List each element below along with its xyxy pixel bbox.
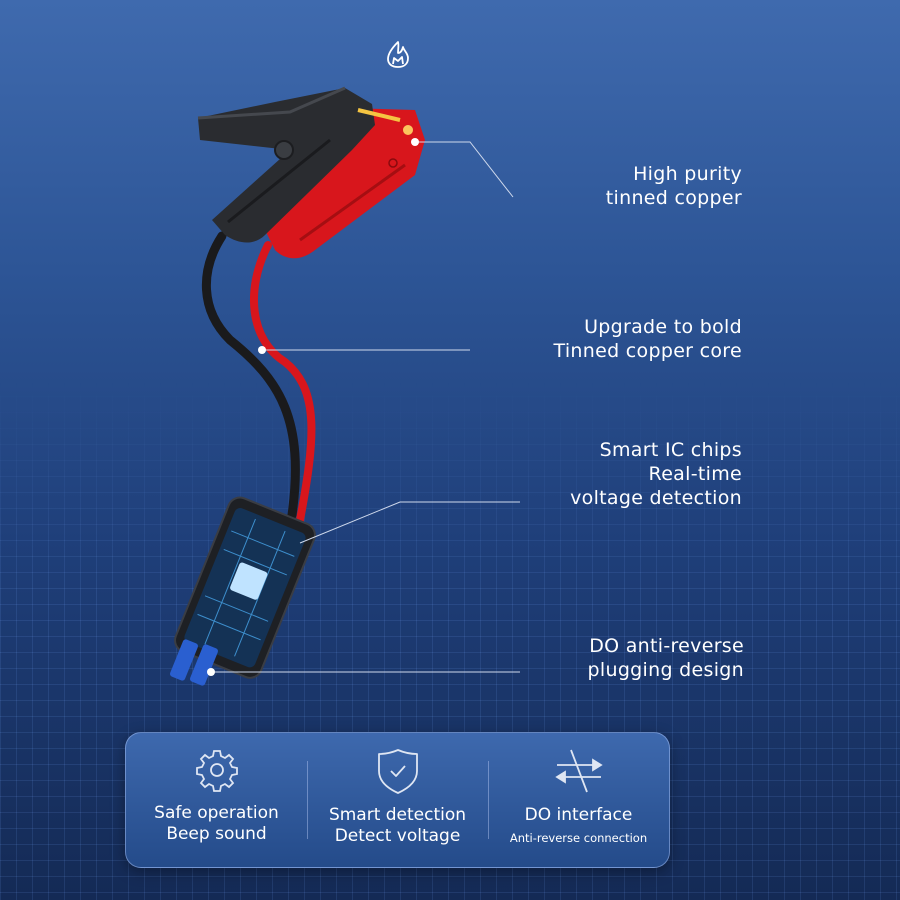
callout-copper: High purity tinned copper <box>606 162 742 210</box>
feature-subtitle: Anti-reverse connection <box>509 831 648 845</box>
callout-line: voltage detection <box>570 487 742 509</box>
callout-line: Real-time <box>648 463 742 485</box>
red-clamp <box>265 108 425 259</box>
callout-line: plugging design <box>587 659 744 681</box>
callout-line: Smart IC chips <box>599 439 742 461</box>
feature-smart-detection: Smart detection Detect voltage <box>307 733 488 867</box>
red-cable <box>249 241 316 524</box>
shield-check-icon <box>377 749 418 794</box>
callout-line: tinned copper <box>605 187 742 209</box>
callout-plug: DO anti-reverse plugging design <box>588 634 744 682</box>
callout-ic: Smart IC chips Real-time voltage detecti… <box>570 438 742 510</box>
ec5-connector <box>169 639 219 686</box>
feature-subtitle: Beep sound <box>166 824 267 844</box>
feature-title: Safe operation <box>154 803 279 823</box>
callout-core: Upgrade to bold Tinned copper core <box>554 315 742 363</box>
callout-lines <box>211 141 520 673</box>
callout-line: DO anti-reverse <box>589 635 744 657</box>
feature-subtitle: Detect voltage <box>334 826 461 846</box>
reverse-arrows-icon <box>554 749 603 793</box>
black-cable <box>202 231 300 520</box>
smart-ic-module <box>174 496 316 679</box>
black-clamp <box>197 86 375 243</box>
flame-icon <box>387 41 409 68</box>
feature-title: DO interface <box>524 805 633 825</box>
feature-safe-operation: Safe operation Beep sound <box>126 733 307 867</box>
feature-title: Smart detection <box>328 805 467 825</box>
callout-line: Upgrade to bold <box>584 316 742 338</box>
features-panel: Safe operation Beep sound Smart detectio… <box>125 732 670 868</box>
callout-dots <box>207 138 419 676</box>
callout-line: Tinned copper core <box>553 340 742 362</box>
callout-line: High purity <box>633 163 742 185</box>
gear-icon <box>195 750 238 792</box>
feature-do-interface: DO interface Anti-reverse connection <box>488 733 669 867</box>
